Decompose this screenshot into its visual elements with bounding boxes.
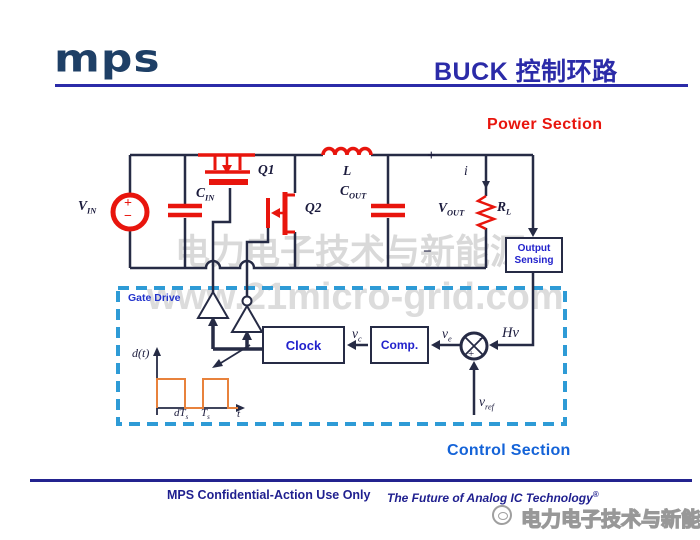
q2-label: Q2 [305, 200, 322, 215]
vout-label: VOUT [438, 200, 465, 218]
duty-waveform [153, 347, 245, 415]
output-plus-sign: + [427, 148, 436, 164]
vin-plus-sign: + [124, 196, 132, 211]
hv-label: Hv [502, 325, 519, 341]
cin-label: CIN [196, 185, 215, 203]
gate-drive-label: Gate Drive [128, 292, 181, 304]
cin-capacitor [168, 203, 202, 218]
vin-source [110, 192, 150, 232]
slide-title: BUCK 控制环路 [434, 58, 618, 86]
sum-minus-sign: − [479, 333, 486, 345]
vref-label: vref [479, 394, 494, 412]
vin-minus-sign: − [124, 209, 132, 224]
pulse-train [156, 378, 238, 409]
inductor [321, 146, 373, 156]
inverter-bubble [241, 295, 253, 307]
center-watermark-text: 电力电子技术与新能源 [175, 233, 526, 272]
waveform-dts-label: dTs [174, 407, 189, 422]
sum-junction [459, 331, 489, 361]
sum-plus-sign: + [468, 348, 475, 360]
cout-label: COUT [340, 183, 367, 201]
footer-confidential-text: MPS Confidential-Action Use Only [167, 488, 371, 502]
wire-arrowheads [208, 181, 538, 370]
footer-watermark-text: 电力电子技术与新能源 [520, 508, 700, 531]
waveform-ts-label: Ts [201, 407, 210, 422]
waveform-xlabel: t [237, 408, 241, 420]
control-dashed-border [116, 286, 567, 426]
q2-mosfet [266, 192, 295, 235]
control-section-label: Control Section [447, 442, 571, 459]
waveform-ylabel: d(t) [132, 346, 150, 360]
header-rule [55, 84, 688, 87]
inductor-label: L [343, 163, 352, 178]
cout-capacitor [371, 203, 405, 218]
footer-rule [30, 479, 692, 482]
red-components [110, 146, 498, 235]
footer-tagline: The Future of Analog IC Technology® [387, 490, 599, 505]
q1-gate-buffer [196, 289, 230, 319]
circuit-wires [128, 153, 535, 415]
q1-mosfet [198, 153, 255, 185]
rl-label: RL [497, 199, 512, 217]
q1-label: Q1 [258, 162, 275, 177]
clock-block: Clock [262, 326, 345, 364]
output-sensing-block: Output Sensing [505, 237, 563, 273]
comp-block: Comp. [370, 326, 429, 364]
vc-label: vc [352, 326, 362, 344]
vin-label: VIN [78, 198, 97, 216]
ve-label: ve [442, 326, 452, 344]
footer-watermark-icon [492, 505, 512, 525]
output-minus-sign: − [423, 244, 432, 260]
mps-logo: mps [54, 36, 161, 82]
q2-gate-inverter [230, 303, 264, 333]
rl-resistor [474, 194, 498, 231]
power-section-label: Power Section [487, 116, 603, 133]
current-label: i [464, 163, 468, 178]
